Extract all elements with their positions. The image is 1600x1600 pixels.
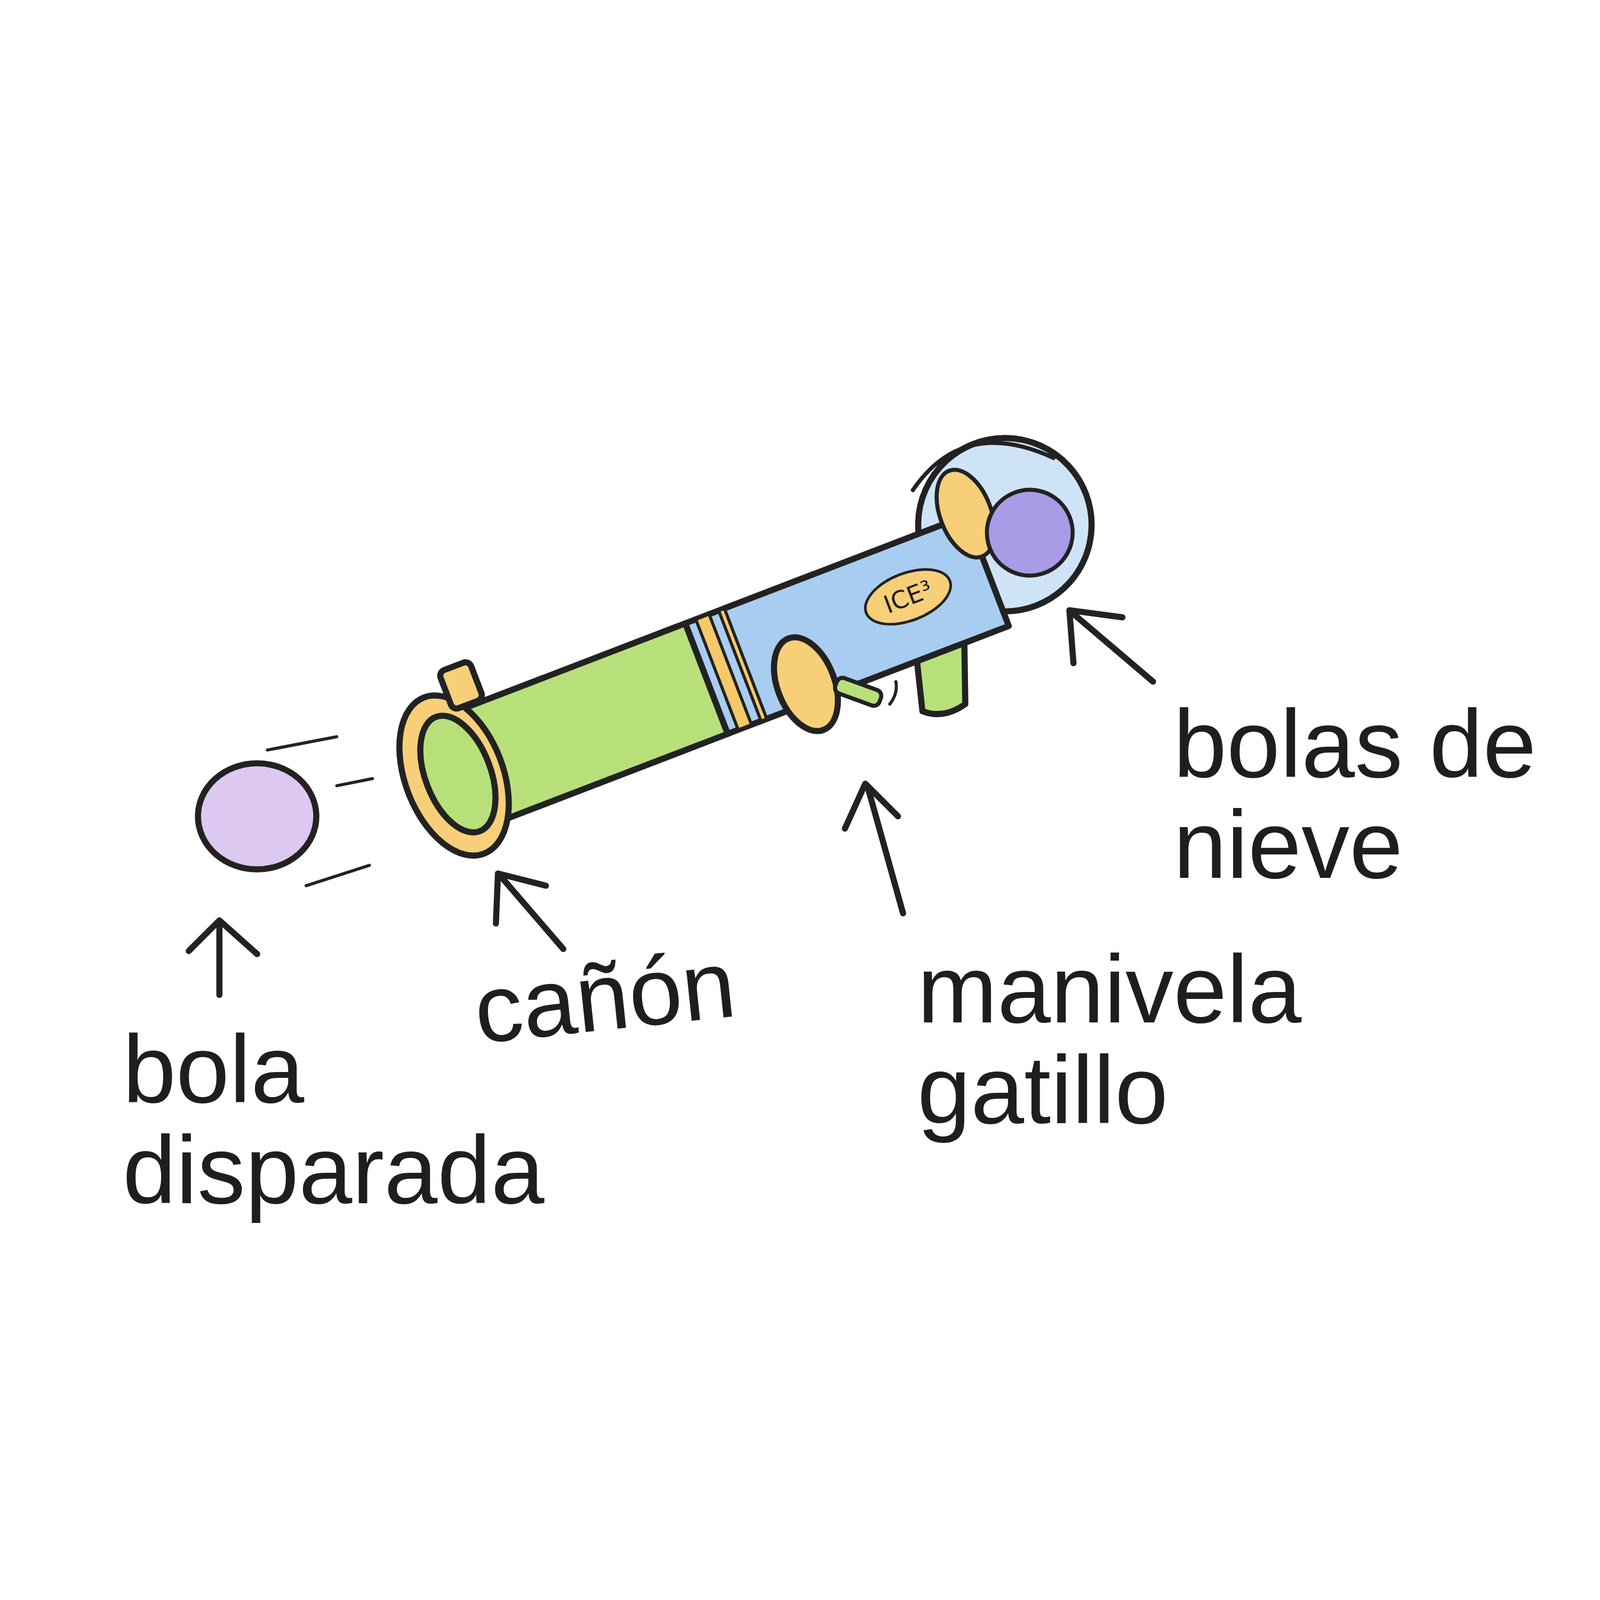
leader-arrow [496,873,564,950]
leader-arrow [188,920,258,996]
fired-ball [197,763,317,870]
motion-mark [889,681,896,704]
badge-text: ICE³ [880,574,937,620]
part-label: bola disparada [122,1018,710,1221]
leader-arrow [844,783,903,914]
trigger-knob [833,676,883,708]
part-label: manivela gatillo [917,938,1451,1141]
band [718,608,767,722]
leader-arrows [188,610,1154,995]
part-label: bolas de nieve [1173,693,1579,895]
muzzle [405,705,511,843]
chamber-line [905,419,1054,510]
cannon [364,412,1132,877]
speed-line [336,778,373,786]
speed-line [306,865,370,886]
muzzle-tab [438,660,484,710]
leader-arrow [1069,610,1154,682]
snowball [974,477,1086,589]
speed-line [267,736,337,750]
part-label: cañón [469,909,958,1061]
